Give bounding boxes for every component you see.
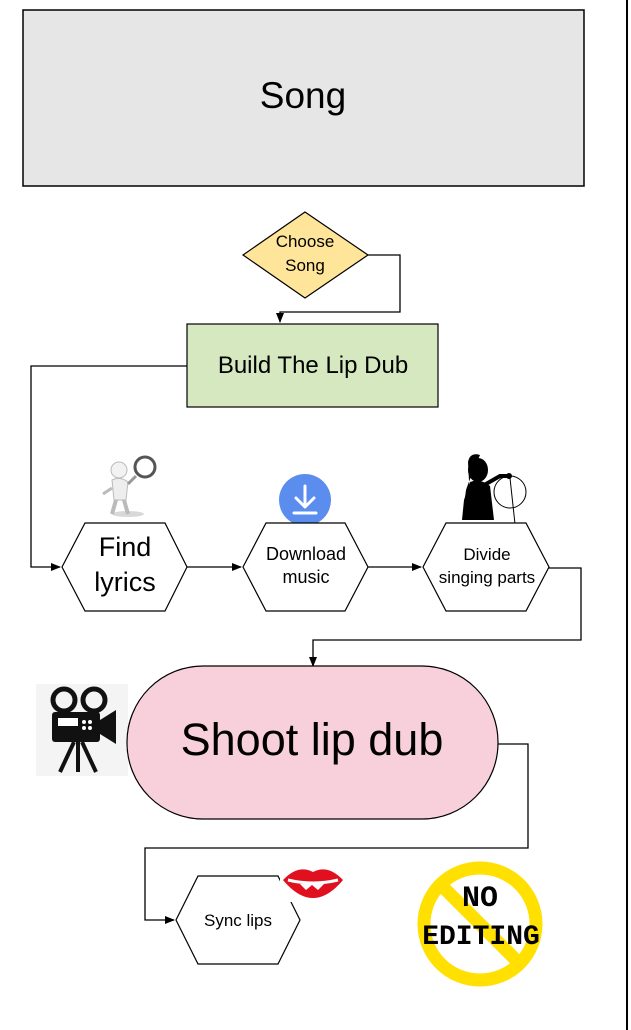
divide-parts-line2: singing parts	[439, 568, 535, 587]
connector-choose-to-build	[276, 254, 401, 323]
connector-divide-to-shoot	[309, 567, 582, 667]
download-music-line2: music	[282, 567, 329, 587]
choose-song-line2: Song	[285, 256, 325, 275]
shoot-label: Shoot lip dub	[181, 714, 444, 765]
download-icon	[279, 474, 331, 526]
find-lyrics-line1: Find	[99, 532, 152, 562]
step-sync-lips: Sync lips	[175, 875, 301, 965]
terminator-shoot-lip-dub: Shoot lip dub	[126, 665, 499, 820]
divide-parts-line1: Divide	[463, 545, 510, 564]
no-editing-line2: EDITING	[422, 922, 540, 953]
find-lyrics-line2: lyrics	[94, 567, 156, 597]
download-music-line1: Download	[266, 544, 346, 564]
lips-icon	[280, 862, 344, 902]
magnifier-figure-icon	[102, 455, 157, 517]
connectors	[30, 254, 582, 924]
decision-choose-song: Choose Song	[241, 211, 370, 299]
singer-silhouette-icon	[462, 454, 527, 525]
step-divide-singing-parts: Divide singing parts	[422, 522, 550, 612]
build-label: Build The Lip Dub	[218, 352, 408, 379]
choose-song-line1: Choose	[276, 232, 335, 251]
no-editing-sign-icon: NO EDITING	[417, 861, 543, 987]
connector-shoot-to-sync	[144, 743, 529, 924]
movie-camera-icon	[36, 684, 128, 776]
no-editing-line1: NO	[462, 882, 498, 916]
step-download-music: Download music	[242, 522, 369, 612]
header-title: Song	[260, 75, 346, 116]
step-find-lyrics: Find lyrics	[61, 522, 188, 612]
sync-lips-label: Sync lips	[204, 911, 272, 930]
page-right-border	[626, 0, 628, 1030]
connector-build-to-find	[30, 365, 187, 571]
header-box: Song	[22, 9, 585, 187]
process-build-lip-dub: Build The Lip Dub	[186, 323, 439, 408]
